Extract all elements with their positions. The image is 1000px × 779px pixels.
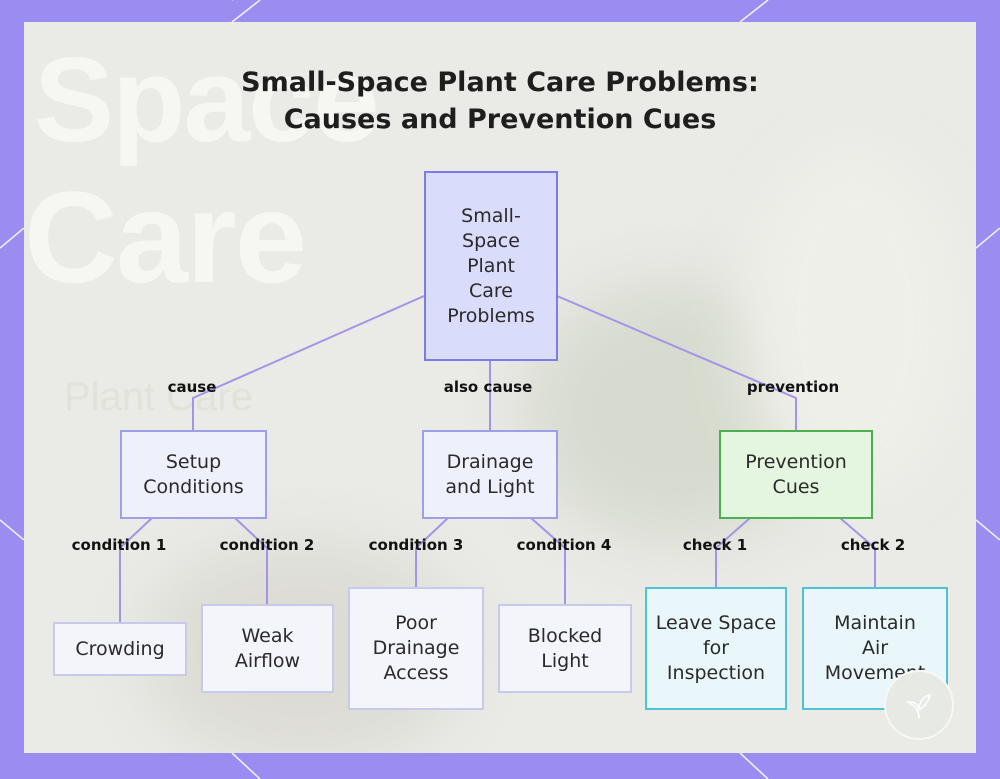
node-setup-conditions: Setup Conditions (120, 430, 267, 519)
title-line-1: Small-Space Plant Care Problems: (241, 67, 759, 98)
edge-prevention-maintain (839, 517, 876, 588)
leaf-icon (905, 694, 932, 719)
node-prevention-label: Prevention Cues (745, 450, 847, 498)
edge-setup-crowding (119, 517, 153, 622)
node-blocked-light-label: Blocked Light (527, 624, 603, 672)
node-root-label: Small-Space Plant Care Problems (447, 204, 535, 327)
node-leave-space-label: Leave Space for Inspection (655, 612, 777, 684)
node-crowding-label: Crowding (75, 637, 165, 660)
edge-setup-airflow (234, 517, 268, 605)
node-drainage-light: Drainage and Light (422, 430, 558, 519)
edge-drainage-poor (415, 517, 449, 588)
edge-label-also-cause: also cause (443, 378, 533, 396)
background-word: Plant Care (64, 375, 253, 419)
node-poor-drainage-label: Poor Drainage Access (372, 612, 460, 684)
node-setup-label: Setup Conditions (143, 450, 244, 498)
edge-label-cause: cause (167, 378, 217, 396)
edge-root-setup (192, 295, 425, 432)
edge-label-condition-3: condition 3 (368, 536, 464, 554)
node-blocked-light: Blocked Light (498, 604, 632, 693)
node-drainage-label: Drainage and Light (445, 450, 535, 498)
plant-logo-icon (884, 670, 954, 740)
node-poor-drainage: Poor Drainage Access (348, 587, 484, 710)
edge-label-check-2: check 2 (840, 536, 906, 554)
node-root: Small-Space Plant Care Problems (424, 171, 558, 361)
edge-label-condition-2: condition 2 (219, 536, 315, 554)
edge-label-condition-1: condition 1 (71, 536, 167, 554)
node-weak-airflow: Weak Airflow (201, 604, 334, 693)
edge-prevention-leave (715, 517, 751, 588)
node-weak-airflow-label: Weak Airflow (234, 624, 301, 672)
edge-drainage-blocked (530, 517, 566, 605)
edge-root-prevention (556, 295, 797, 432)
edge-label-prevention: prevention (746, 378, 840, 396)
node-crowding: Crowding (53, 622, 187, 676)
edge-label-condition-4: condition 4 (516, 536, 612, 554)
background-word: Space (34, 33, 380, 167)
node-leave-space: Leave Space for Inspection (645, 587, 787, 710)
title-line-2: Causes and Prevention Cues (283, 104, 717, 135)
edge-label-check-1: check 1 (682, 536, 748, 554)
background-word: Care (24, 164, 307, 310)
diagram-title: Small-Space Plant Care Problems: Causes … (0, 64, 1000, 138)
node-prevention-cues: Prevention Cues (719, 430, 873, 519)
